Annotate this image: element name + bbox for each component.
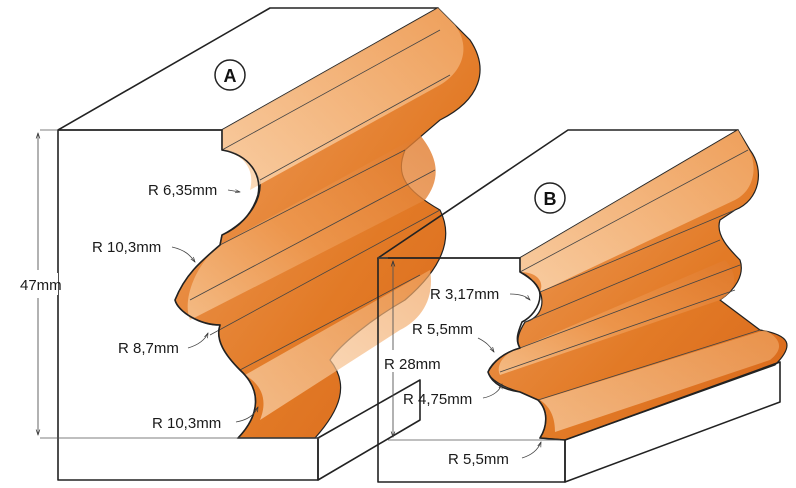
radius-a-4: R 10,3mm [152,415,221,432]
radius-a-3: R 8,7mm [118,340,179,357]
radius-b-4: R 5,5mm [448,451,509,468]
radius-a-1: R 6,35mm [148,182,217,199]
radius-b-1: R 3,17mm [430,286,499,303]
dimension-47mm: 47mm [20,129,320,439]
block-b-bottom-face [564,361,781,483]
block-a-front-face [57,129,319,481]
radius-b-3: R 4,75mm [403,391,472,408]
dimension-28mm: R 28mm [378,257,560,441]
block-a-bottom-face [317,379,421,481]
label-a-badge: A [214,59,246,91]
block-b-front-face [377,257,566,483]
label-b-badge: B [534,182,566,214]
label-a-letter: A [224,66,237,86]
block-b-radius-labels: R 3,17mm R 5,5mm R 4,75mm R 5,5mm [403,286,542,468]
radius-b-2: R 5,5mm [412,321,473,338]
block-a [57,7,481,481]
radius-a-2: R 10,3mm [92,239,161,256]
label-b-letter: B [544,189,557,209]
dimension-a-height: 47mm [20,277,62,294]
dimension-b-height: R 28mm [384,356,441,373]
block-a-radius-labels: R 6,35mm R 10,3mm R 8,7mm R 10,3mm [92,182,258,432]
block-b [377,129,788,483]
